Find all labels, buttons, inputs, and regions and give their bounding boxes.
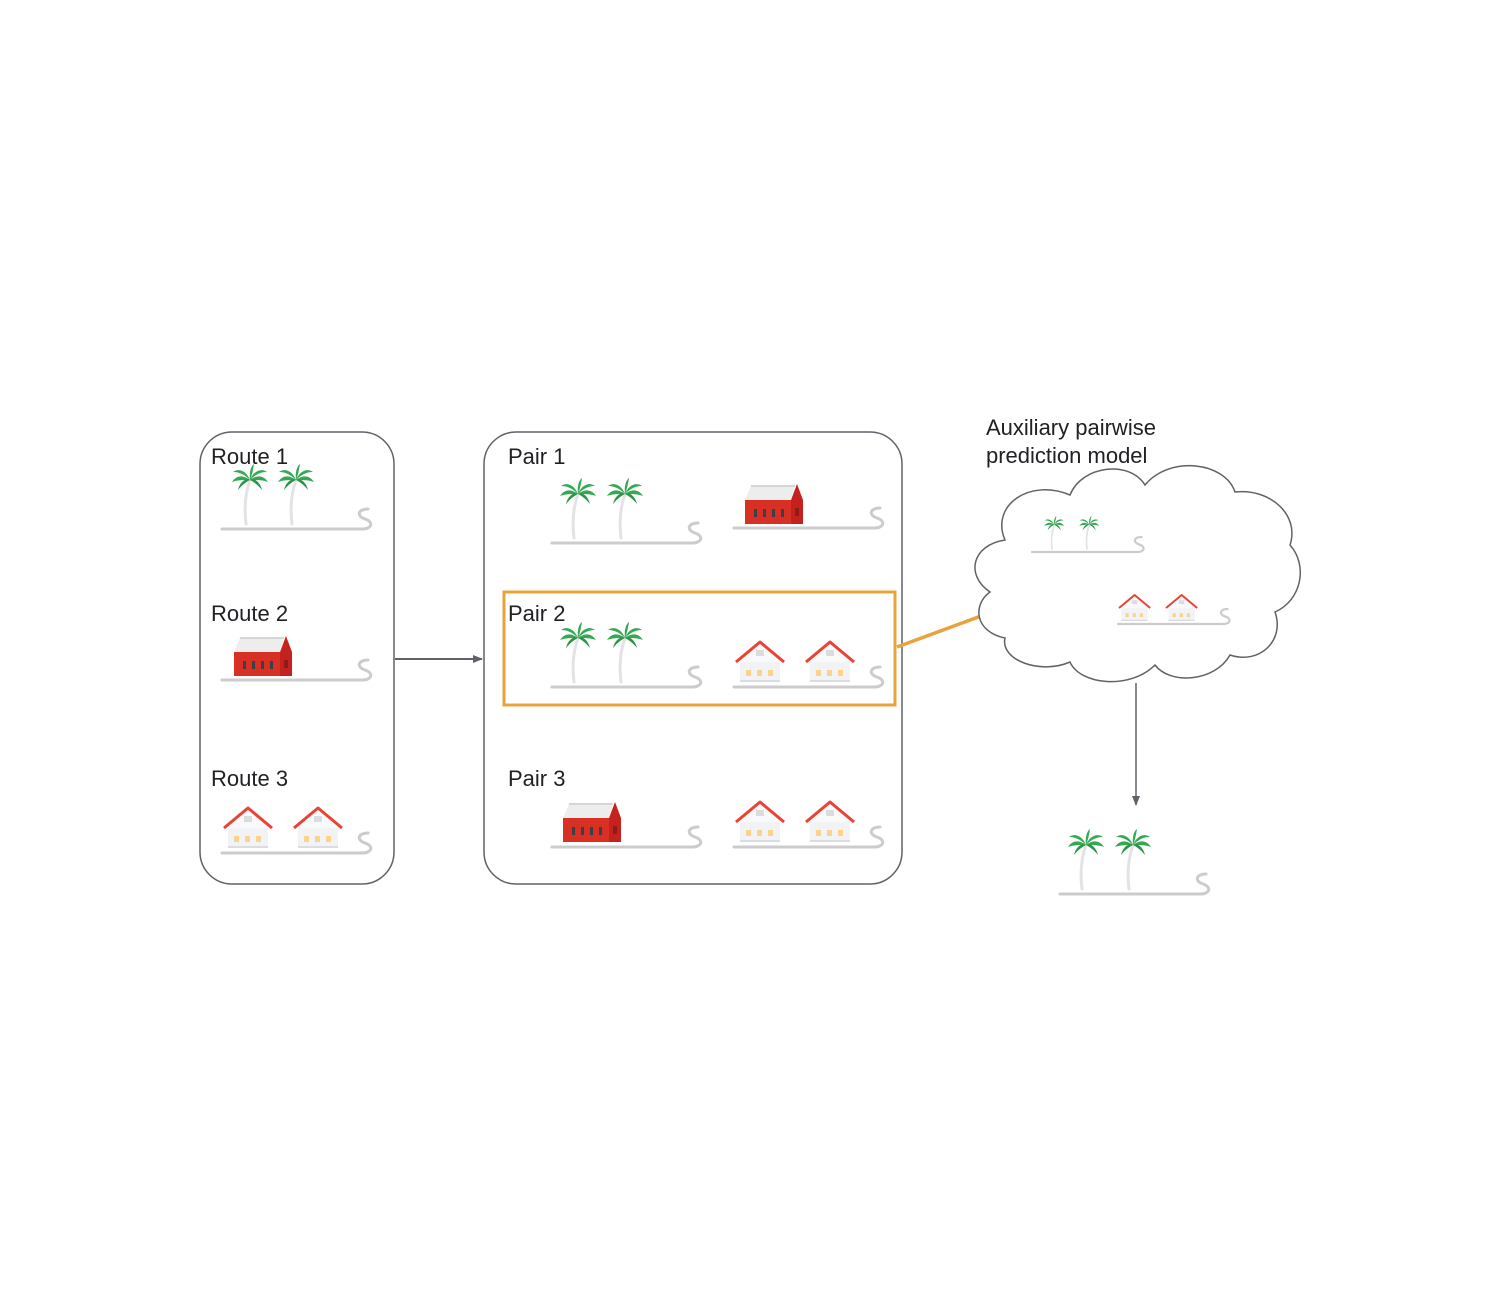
palm-tree-icon [1113,827,1153,891]
route-3-scene [220,806,373,855]
palm-tree-icon [605,620,645,684]
pair-2-scene [550,620,885,689]
routes-panel [199,431,395,885]
route-2-scene [220,635,373,682]
palm-tree-icon [558,476,598,540]
palm-tree-icon [230,462,270,526]
route-3-label: Route 3 [211,766,289,791]
pair-2-highlight [502,590,897,707]
white-house-icon [734,640,786,684]
white-house-icon [292,806,344,850]
output-scene [1058,827,1211,896]
model-title-line-1: Auxiliary pairwise [986,415,1156,440]
model-title: Auxiliary pairwise prediction model [986,414,1156,470]
route-1-scene [220,462,373,531]
pairs-panel [483,431,903,885]
pair-3-scene [550,800,885,849]
white-house-icon [804,640,856,684]
palm-tree-icon [605,476,645,540]
pair-1-label: Pair 1 [508,444,566,469]
pair-1-scene [550,476,885,545]
model-cloud [974,465,1302,683]
model-title-line-2: prediction model [986,443,1148,468]
palm-tree-icon [558,620,598,684]
red-barn-icon [744,483,804,525]
route-2-label: Route 2 [211,601,289,626]
pair-3-label: Pair 3 [508,766,566,791]
route-1-label: Route 1 [211,444,289,469]
white-house-icon [734,800,786,844]
palm-tree-icon [1066,827,1106,891]
white-house-icon [222,806,274,850]
red-barn-icon [233,635,293,677]
red-barn-icon [562,801,622,843]
pair-2-label: Pair 2 [508,601,566,626]
white-house-icon [804,800,856,844]
palm-tree-icon [276,462,316,526]
